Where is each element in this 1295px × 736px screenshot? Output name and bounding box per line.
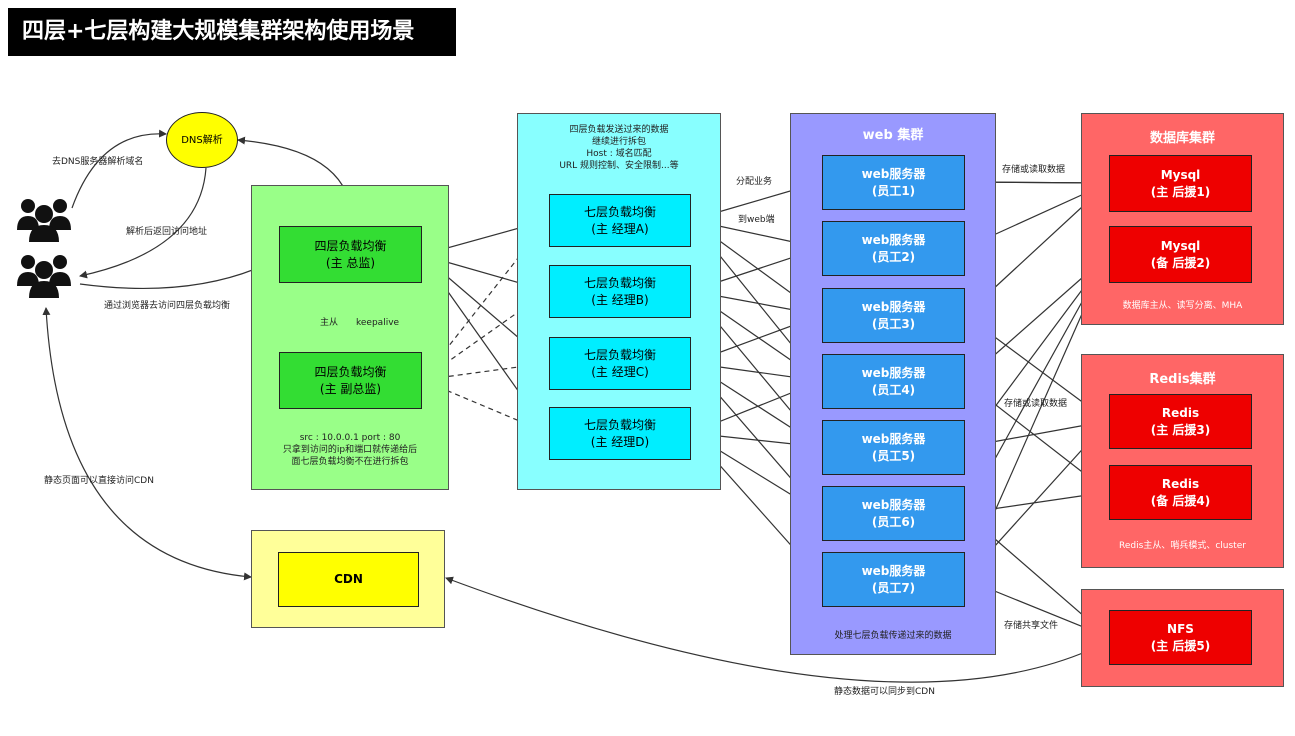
web-server-line2: (员工5)	[871, 448, 916, 463]
l7-box-b: 七层负载均衡 (主 经理B)	[549, 265, 691, 318]
browser-access-label: 通过浏览器去访问四层负载均衡	[104, 301, 231, 311]
web-heading: web 集群	[862, 128, 924, 143]
nfs-line2: (主 后援5)	[1150, 638, 1211, 653]
dns-label: DNS解析	[181, 134, 223, 146]
users-group-bottom	[16, 252, 72, 304]
web-server-line2: (员工3)	[871, 316, 916, 331]
db-panel	[1081, 113, 1284, 325]
web-server-box-6: web服务器 (员工6)	[822, 486, 965, 541]
cdn-label: CDN	[334, 572, 363, 586]
page-title: 四层+七层构建大规模集群架构使用场景	[8, 8, 456, 56]
l7-note-line3: Host : 域名匹配	[586, 149, 652, 159]
l4-backup-box: 四层负载均衡 (主 副总监)	[279, 352, 422, 409]
db-footer: 数据库主从、读写分离、MHA	[1122, 301, 1243, 311]
web-server-line1: web服务器	[861, 497, 926, 512]
mysql-master-line2: (主 后援1)	[1150, 184, 1211, 199]
mysql-master-box: Mysql (主 后援1)	[1109, 155, 1252, 212]
web-server-line1: web服务器	[861, 299, 926, 314]
redis-master-line1: Redis	[1161, 405, 1200, 420]
l7-a-line2: (主 经理A)	[591, 221, 649, 236]
dns-node: DNS解析	[166, 112, 238, 168]
web-server-line2: (员工4)	[871, 382, 916, 397]
redis-backup-line1: Redis	[1161, 476, 1200, 491]
l4-note-line2: 只拿到访问的ip和端口就传递给后	[282, 445, 418, 455]
db-heading: 数据库集群	[1149, 131, 1215, 146]
dns-query-arrow	[71, 129, 167, 209]
l7-note: 四层负载发送过来的数据 继续进行拆包 Host : 域名匹配 URL 规则控制、…	[517, 124, 721, 172]
nfs-to-cdn-arrow	[445, 576, 1091, 683]
nfs-store-label: 存储共享文件	[1004, 621, 1059, 631]
redis-backup-line2: (备 后援4)	[1150, 493, 1211, 508]
db-rw-label: 存储或读取数据	[1002, 165, 1066, 175]
l4-ha-right-label: keepalive	[356, 318, 400, 328]
l4-master-line2: (主 总监)	[325, 255, 376, 270]
cdn-sync-label: 静态数据可以同步到CDN	[834, 687, 935, 697]
l7-note-line2: 继续进行拆包	[591, 137, 646, 147]
web-server-box-2: web服务器 (员工2)	[822, 221, 965, 276]
l7-note-line4: URL 规则控制、安全限制...等	[559, 161, 679, 171]
assign-label: 分配业务	[736, 177, 773, 187]
web-server-line2: (员工7)	[871, 580, 916, 595]
l7-box-c: 七层负载均衡 (主 经理C)	[549, 337, 691, 390]
web-server-line2: (员工1)	[871, 183, 916, 198]
nfs-box: NFS (主 后援5)	[1109, 610, 1252, 665]
web-server-line2: (员工6)	[871, 514, 916, 529]
l7-d-line2: (主 经理D)	[590, 434, 650, 449]
l4-backup-line2: (主 副总监)	[319, 381, 382, 396]
l7-b-line1: 七层负载均衡	[583, 275, 656, 290]
users-icon	[17, 255, 71, 298]
dns-return-label: 解析后返回访问地址	[126, 227, 208, 237]
web-server-box-7: web服务器 (员工7)	[822, 552, 965, 607]
l7-c-line1: 七层负载均衡	[583, 347, 656, 362]
mysql-backup-line2: (备 后援2)	[1150, 255, 1211, 270]
web-server-box-3: web服务器 (员工3)	[822, 288, 965, 343]
browser-to-l4-arrow	[79, 257, 280, 290]
l4-note-line3: 面七层负载均衡不在进行拆包	[291, 457, 409, 467]
redis-footer: Redis主从、哨兵模式、cluster	[1119, 541, 1246, 551]
l7-note-line1: 四层负载发送过来的数据	[569, 125, 669, 135]
users-group-top	[16, 196, 72, 248]
web-server-line1: web服务器	[861, 563, 926, 578]
redis-backup-box: Redis (备 后援4)	[1109, 465, 1252, 520]
web-server-line2: (员工2)	[871, 249, 916, 264]
dns-query-label: 去DNS服务器解析域名	[52, 157, 144, 167]
redis-master-line2: (主 后援3)	[1150, 422, 1211, 437]
cdn-box: CDN	[278, 552, 419, 607]
web-server-line1: web服务器	[861, 365, 926, 380]
users-icon	[17, 199, 71, 242]
l4-master-line1: 四层负载均衡	[314, 238, 387, 253]
web-server-line1: web服务器	[861, 431, 926, 446]
mysql-master-line1: Mysql	[1160, 167, 1201, 182]
l4-ha-left-label: 主从	[320, 318, 339, 328]
web-server-line1: web服务器	[861, 232, 926, 247]
l4-backup-line1: 四层负载均衡	[314, 364, 387, 379]
l7-d-line1: 七层负载均衡	[583, 417, 656, 432]
l7-b-line2: (主 经理B)	[591, 292, 649, 307]
mysql-backup-box: Mysql (备 后援2)	[1109, 226, 1252, 283]
web-server-box-1: web服务器 (员工1)	[822, 155, 965, 210]
dns-return-arrow	[79, 167, 207, 279]
l4-note: src : 10.0.0.1 port : 80 只拿到访问的ip和端口就传递给…	[251, 432, 449, 468]
l7-box-d: 七层负载均衡 (主 经理D)	[549, 407, 691, 460]
web-server-box-5: web服务器 (员工5)	[822, 420, 965, 475]
redis-master-box: Redis (主 后援3)	[1109, 394, 1252, 449]
web-server-line1: web服务器	[861, 166, 926, 181]
cdn-access-label: 静态页面可以直接访问CDN	[44, 476, 154, 486]
web-server-box-4: web服务器 (员工4)	[822, 354, 965, 409]
web-footer: 处理七层负载传递过来的数据	[834, 631, 952, 641]
l7-c-line2: (主 经理C)	[591, 364, 649, 379]
redis-heading: Redis集群	[1149, 372, 1216, 387]
redis-panel	[1081, 354, 1284, 568]
to-web-label: 到web端	[738, 215, 775, 225]
l4-note-line1: src : 10.0.0.1 port : 80	[299, 433, 401, 443]
l7-a-line1: 七层负载均衡	[583, 204, 656, 219]
l7-box-a: 七层负载均衡 (主 经理A)	[549, 194, 691, 247]
l4-backup-to-l7-arrow	[421, 219, 549, 381]
mysql-backup-line1: Mysql	[1160, 238, 1201, 253]
redis-rw-label: 存储或读取数据	[1004, 399, 1068, 409]
users-to-cdn-arrow	[42, 307, 252, 581]
nfs-line1: NFS	[1167, 621, 1194, 636]
l4-master-box: 四层负载均衡 (主 总监)	[279, 226, 422, 283]
